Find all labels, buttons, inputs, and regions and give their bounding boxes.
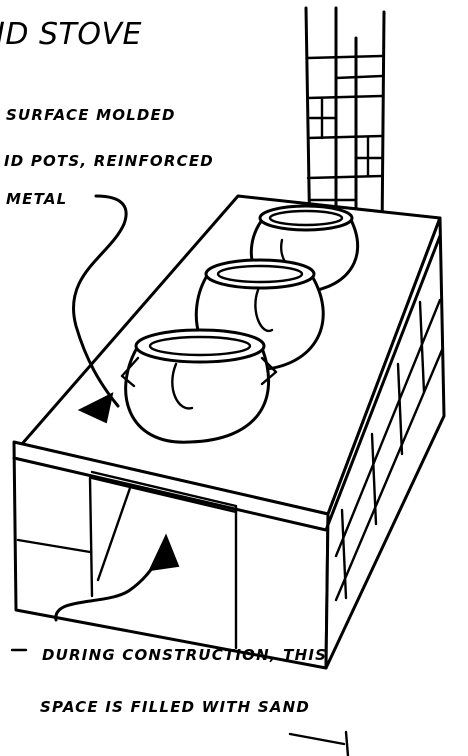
callout-top-line-3: METAL xyxy=(6,190,67,208)
callout-bottom-line-2: SPACE IS FILLED WITH SAND xyxy=(40,698,310,716)
callout-bottom-line-1: DURING CONSTRUCTION, THIS xyxy=(42,646,327,664)
bottom-scribble xyxy=(290,732,348,756)
callout-top-line-1: SURFACE MOLDED xyxy=(6,106,176,124)
title: ID STOVE xyxy=(0,17,142,52)
callout-top-line-2: ID POTS, REINFORCED xyxy=(4,152,214,170)
